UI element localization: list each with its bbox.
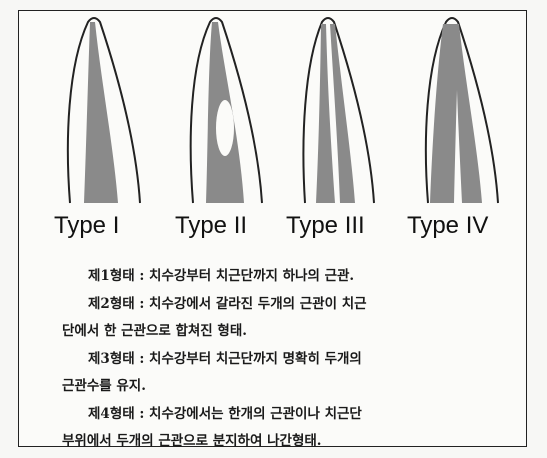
type-descriptions: 제1형태 : 치수강부터 치근단까지 하나의 근관. 제2형태 : 치수강에서 …	[62, 263, 502, 456]
canal-split-type-2	[216, 100, 234, 156]
description-line: 부위에서 두개의 근관으로 분지하여 나간형태.	[62, 428, 502, 456]
canal-type-1	[84, 22, 118, 203]
description-line: 근관수를 유지.	[62, 373, 502, 401]
tooth-type-2	[191, 18, 262, 203]
type-label-3: Type III	[286, 212, 365, 240]
root-canal-diagrams	[18, 10, 527, 215]
tooth-type-4	[426, 18, 498, 203]
type-label-4: Type IV	[407, 212, 488, 240]
description-line: 제2형태 : 치수강에서 갈라진 두개의 근관이 치근	[62, 291, 502, 319]
type-label-1: Type I	[54, 212, 119, 240]
description-line: 단에서 한 근관으로 합쳐진 형태.	[62, 318, 502, 346]
type-label-2: Type II	[175, 212, 247, 240]
description-line: 제1형태 : 치수강부터 치근단까지 하나의 근관.	[62, 263, 502, 291]
description-line: 제4형태 : 치수강에서는 한개의 근관이나 치근단	[62, 401, 502, 429]
type-labels: Type I Type II Type III Type IV	[18, 212, 527, 252]
tooth-type-1	[68, 18, 140, 203]
tooth-type-3	[303, 18, 374, 203]
description-line: 제3형태 : 치수강부터 치근단까지 명확히 두개의	[62, 346, 502, 374]
